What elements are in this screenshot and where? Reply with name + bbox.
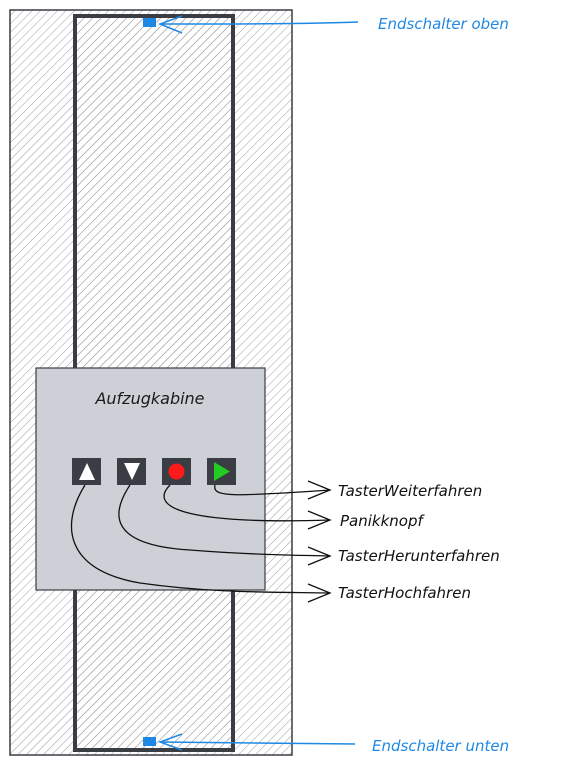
arrowhead-up: [307, 583, 332, 603]
label-btn-down: TasterHerunterfahren: [338, 547, 500, 565]
label-btn-panic: Panikknopf: [340, 512, 425, 530]
connector-continue: [214, 484, 331, 496]
connector-panic: [163, 484, 331, 522]
label-limit-top: Endschalter oben: [378, 15, 509, 33]
label-btn-continue: TasterWeiterfahren: [338, 482, 482, 500]
arrowhead-limit-top: [157, 15, 183, 34]
arrowhead-panic: [307, 510, 332, 530]
button-down[interactable]: [117, 458, 146, 485]
triangle-up-icon: [79, 463, 95, 480]
arrowhead-limit-bottom: [157, 733, 183, 751]
arrowhead-down: [307, 546, 332, 566]
connector-limit-bottom: [159, 741, 356, 745]
cabin-title: Aufzugkabine: [94, 389, 204, 408]
triangle-down-icon: [124, 463, 140, 480]
connector-limit-top: [159, 21, 359, 25]
button-continue[interactable]: [207, 458, 236, 485]
play-icon: [214, 462, 230, 481]
label-limit-bottom: Endschalter unten: [372, 737, 509, 755]
limit-switch-top: [143, 18, 156, 27]
connector-up: [70, 484, 331, 594]
button-up[interactable]: [72, 458, 101, 485]
button-panic[interactable]: [162, 458, 191, 485]
connector-down: [118, 484, 331, 557]
red-circle-icon: [168, 463, 185, 480]
arrowhead-continue: [307, 480, 332, 500]
limit-switch-bottom: [143, 737, 156, 746]
label-btn-up: TasterHochfahren: [338, 584, 471, 602]
